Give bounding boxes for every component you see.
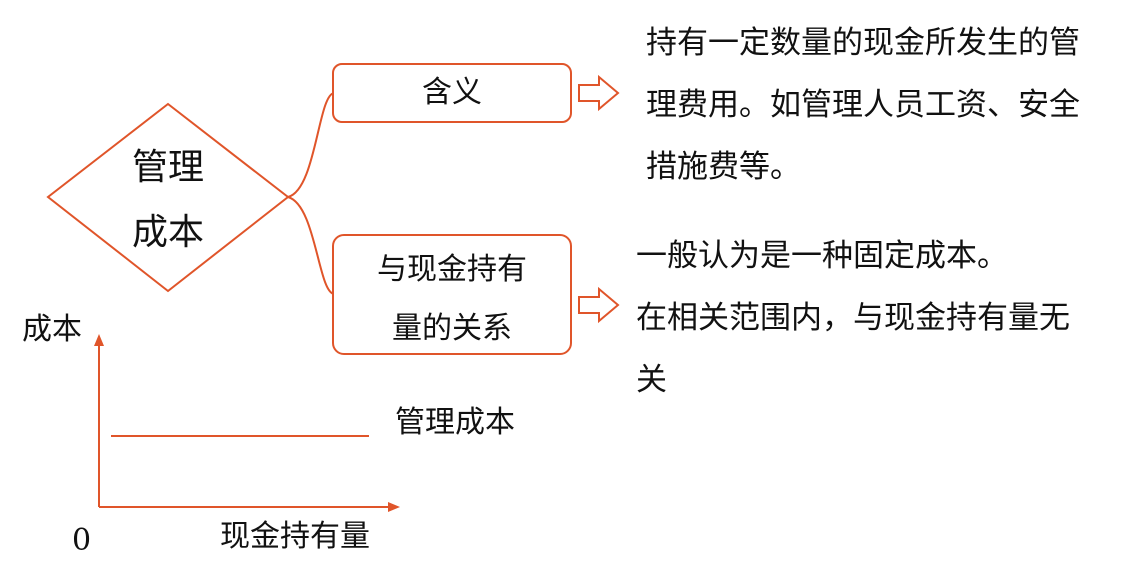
x-axis-label: 现金持有量 [220,519,370,554]
management-cost-line-label: 管理成本 [395,405,515,440]
relation-label-line2: 量的关系 [392,311,512,346]
root-title-line2: 成本 [132,212,205,253]
relation-label-line1: 与现金持有 [377,252,527,287]
relation-description: 一般认为是一种固定成本。 在相关范围内，与现金持有量无 关 [636,225,1070,411]
meaning-description: 持有一定数量的现金所发生的管 理费用。如管理人员工资、安全 措施费等。 [646,12,1080,198]
relation-arrow-icon [578,286,620,324]
root-title-line1: 管理 [132,147,205,188]
meaning-description-line3: 措施费等。 [646,149,801,185]
meaning-box [332,63,572,123]
branch-connector-meaning [287,92,335,198]
origin-label: 0 [72,523,92,558]
relation-description-line2: 在相关范围内，与现金持有量无 [636,300,1070,336]
relation-box [332,234,572,355]
y-axis-arrowhead [94,334,104,346]
branch-connector-relation [287,196,335,295]
y-axis-label: 成本 [22,312,82,347]
relation-description-line1: 一般认为是一种固定成本。 [636,238,1008,274]
meaning-description-line2: 理费用。如管理人员工资、安全 [646,87,1080,123]
root-diamond [46,102,290,293]
relation-description-line3: 关 [636,362,667,398]
meaning-description-line1: 持有一定数量的现金所发生的管 [646,25,1080,61]
meaning-arrow-icon [578,74,620,112]
x-axis-arrowhead [388,502,400,512]
meaning-label: 含义 [422,75,482,110]
